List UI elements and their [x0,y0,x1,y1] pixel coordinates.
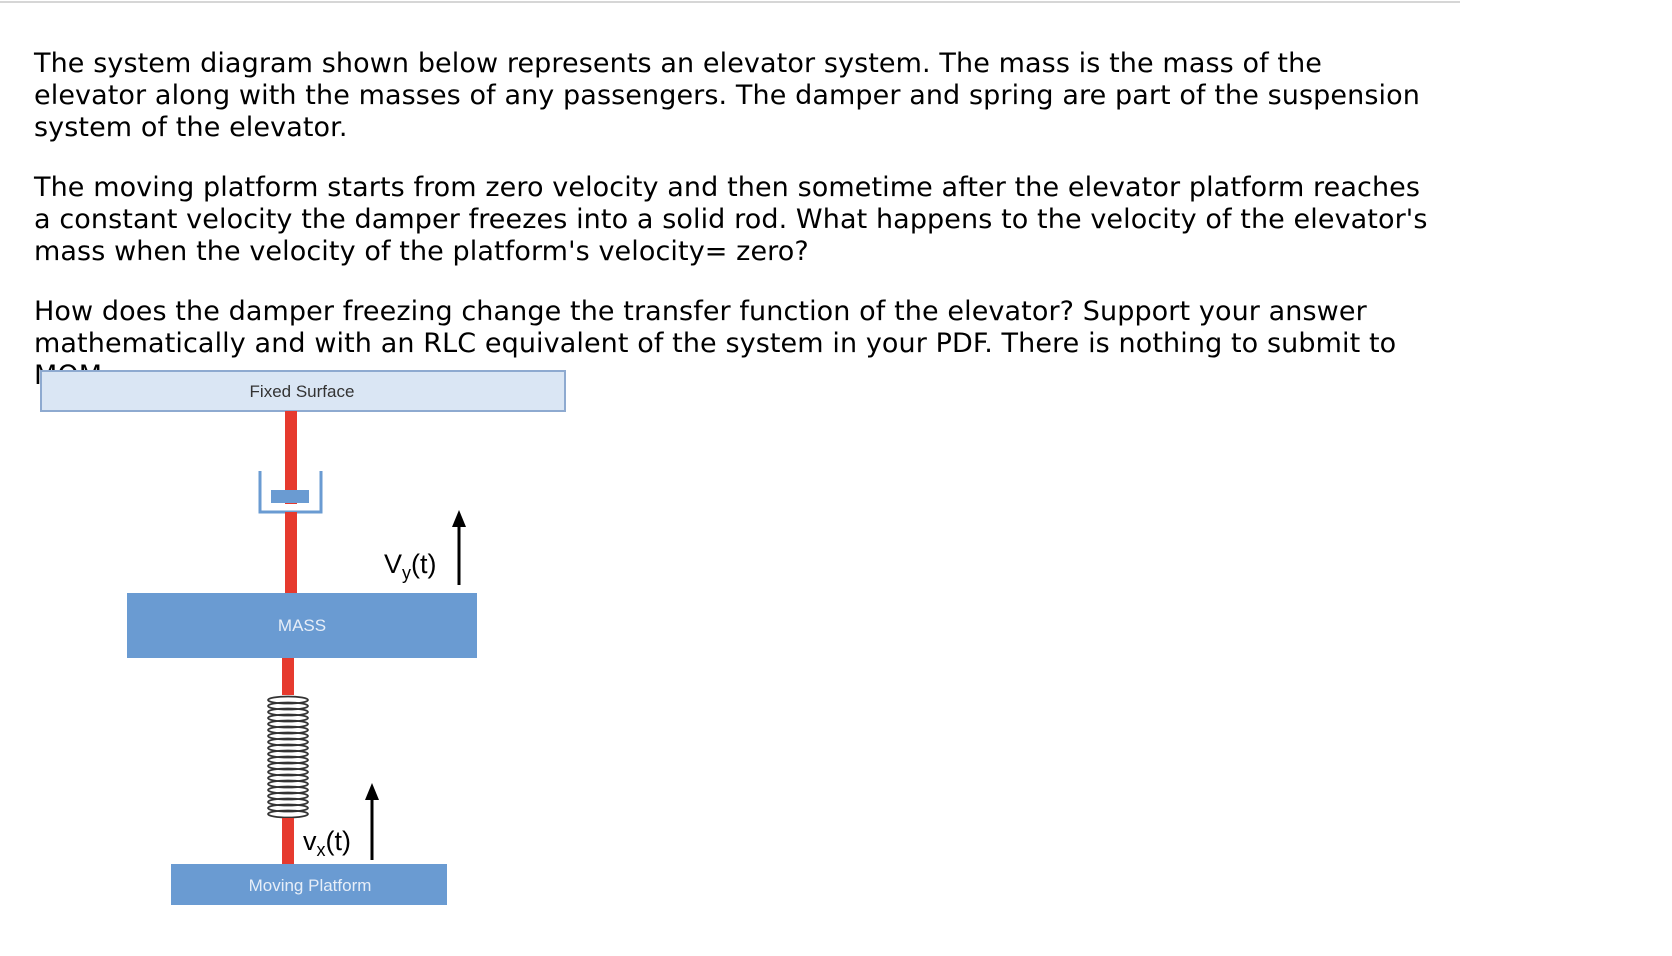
damper-rod [285,512,297,593]
vx-arrow-icon [365,783,379,860]
mass-lower-rod [282,658,294,695]
question-paragraph-1: The system diagram shown below represent… [34,48,1420,143]
fixed-surface [40,370,566,412]
mass-block [127,593,477,658]
upper-rod [285,411,297,504]
question-paragraph-3: How does the damper freezing change the … [34,296,1397,391]
vx-label: vx(t) [303,826,351,860]
moving-platform-label: Moving Platform [249,876,372,895]
question-paragraph-2: The moving platform starts from zero vel… [34,172,1428,267]
moving-platform [171,864,447,905]
spring [267,695,309,819]
vy-arrow-icon [452,510,466,585]
top-divider [0,1,1460,3]
fixed-surface-label: Fixed Surface [250,382,355,401]
platform-rod [282,818,294,864]
question-text: The system diagram shown below represent… [34,48,1434,420]
mass-label: MASS [278,616,326,635]
vy-label: Vy(t) [384,549,437,583]
